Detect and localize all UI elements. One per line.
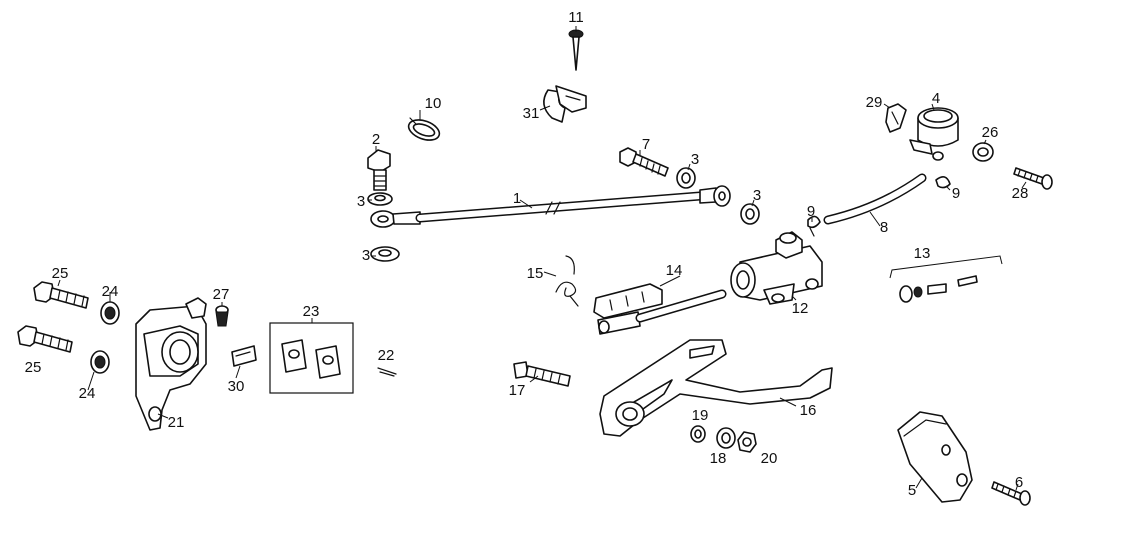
part-bolt-17 xyxy=(513,361,571,387)
part-washer-26 xyxy=(972,142,994,162)
part-brake-pedal-16 xyxy=(599,339,833,437)
callout-29: 29 xyxy=(866,94,883,111)
callout-4: 4 xyxy=(932,90,940,107)
callout-15: 15 xyxy=(527,265,544,282)
part-washer-19 xyxy=(690,425,706,443)
callout-1: 1 xyxy=(513,190,521,207)
leader-lines xyxy=(57,26,1027,491)
part-clip-31 xyxy=(543,85,587,123)
part-screw-28 xyxy=(1013,167,1053,190)
callout-24b: 24 xyxy=(79,385,96,402)
part-washer-24b xyxy=(90,350,110,374)
part-washer-18 xyxy=(716,427,736,449)
callout-7: 7 xyxy=(642,136,650,153)
callout-13: 13 xyxy=(914,245,931,262)
callout-16: 16 xyxy=(800,402,817,419)
callout-24a: 24 xyxy=(102,283,119,300)
part-bracket-29 xyxy=(885,103,907,133)
part-washer-24a xyxy=(100,301,120,325)
callout-26: 26 xyxy=(982,124,999,141)
part-screw-11 xyxy=(568,29,584,71)
part-brake-pads-23 xyxy=(269,322,354,394)
callout-30: 30 xyxy=(228,378,245,395)
part-master-cylinder-12 xyxy=(730,231,823,305)
part-clip-9a xyxy=(807,215,821,237)
part-reservoir-4 xyxy=(909,107,959,161)
part-heel-guard-5 xyxy=(897,411,973,503)
callout-22: 22 xyxy=(378,347,395,364)
callout-5: 5 xyxy=(908,482,916,499)
callout-21: 21 xyxy=(168,414,185,431)
callout-27: 27 xyxy=(213,286,230,303)
part-hose-8 xyxy=(823,173,927,225)
part-pin-22 xyxy=(377,367,397,377)
callout-25b: 25 xyxy=(25,359,42,376)
part-brake-pipe-1 xyxy=(370,185,731,228)
callout-3a: 3 xyxy=(357,193,365,210)
callout-23: 23 xyxy=(303,303,320,320)
part-caliper-21 xyxy=(135,297,207,431)
part-bolt-25a xyxy=(33,281,89,309)
part-washer-3c xyxy=(676,167,696,189)
callout-31: 31 xyxy=(523,105,540,122)
callout-9a: 9 xyxy=(807,203,815,220)
part-washer-3b xyxy=(370,246,400,262)
part-kit-13 xyxy=(889,255,1003,303)
callout-19: 19 xyxy=(692,407,709,424)
callout-10: 10 xyxy=(425,95,442,112)
part-spring-15 xyxy=(555,255,579,307)
callout-6: 6 xyxy=(1015,474,1023,491)
part-washer-3a xyxy=(367,192,393,206)
callout-14: 14 xyxy=(666,262,683,279)
part-bolt-7 xyxy=(619,147,669,177)
callout-17: 17 xyxy=(509,382,526,399)
callout-20: 20 xyxy=(761,450,778,467)
callout-12: 12 xyxy=(792,300,809,317)
part-clamp-10 xyxy=(407,117,441,141)
callout-labels: 11 31 10 2 3 1 3 7 3 3 29 4 26 28 9 9 8 … xyxy=(25,9,1029,499)
callout-3c: 3 xyxy=(691,151,699,168)
part-washer-3d xyxy=(740,203,760,225)
callout-3d: 3 xyxy=(753,187,761,204)
part-bleed-screw-27 xyxy=(215,305,229,327)
callout-8: 8 xyxy=(880,219,888,236)
part-pushrod-14 xyxy=(593,283,727,335)
part-spring-plate-30 xyxy=(231,345,257,367)
callout-25a: 25 xyxy=(52,265,69,282)
callout-2: 2 xyxy=(372,131,380,148)
part-banjo-bolt-2 xyxy=(367,149,391,191)
callout-28: 28 xyxy=(1012,185,1029,202)
part-nut-20 xyxy=(737,431,757,453)
part-bolt-25b xyxy=(17,325,73,353)
part-screw-6 xyxy=(991,481,1031,506)
callout-3b: 3 xyxy=(362,247,370,264)
part-clip-9b xyxy=(935,176,951,189)
callout-9b: 9 xyxy=(952,185,960,202)
callout-11: 11 xyxy=(568,9,584,26)
callout-18: 18 xyxy=(710,450,727,467)
